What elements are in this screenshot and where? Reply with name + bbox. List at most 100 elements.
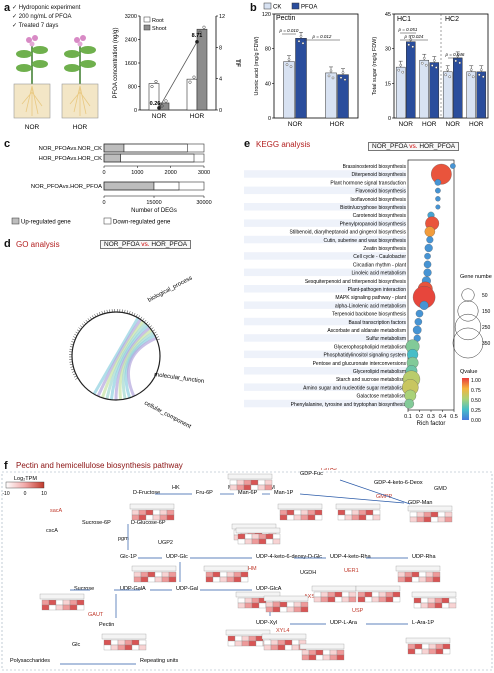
- data-point: [154, 80, 158, 84]
- chart-title: Pectin: [276, 15, 296, 22]
- go-term-tick: [75, 331, 79, 334]
- heatmap-cell: [372, 514, 381, 521]
- go-term-tick: [71, 371, 75, 373]
- x-tick-label: 0.3: [427, 414, 435, 420]
- gene-heatmap: [411, 591, 457, 609]
- bar-shoot: [196, 28, 208, 111]
- x-tick-label: HOR: [422, 121, 437, 128]
- data-point: [448, 75, 452, 79]
- data-point: [479, 68, 483, 72]
- go-term-tick: [106, 309, 108, 313]
- heatmap-cell: [291, 644, 300, 651]
- data-point: [198, 30, 202, 34]
- heatmap-cell: [270, 644, 279, 651]
- metabolite-label: Man-1P: [274, 490, 294, 496]
- y-tick-label: 40: [265, 81, 271, 87]
- heatmap-cell: [133, 571, 142, 578]
- heatmap-header: [277, 503, 323, 510]
- heatmap-cell: [264, 479, 273, 486]
- hor-plant-icon: [61, 35, 99, 119]
- metabolite-label: Repeating units: [140, 658, 178, 664]
- go-term-tick: [144, 319, 147, 323]
- row-band: [244, 219, 406, 227]
- go-term-tick: [96, 312, 99, 316]
- comparison-vs: vs.: [141, 241, 150, 248]
- x-tick-label: HOR: [330, 121, 345, 128]
- heatmap-cell: [234, 640, 243, 647]
- qvalue-tick-label: 0.50: [471, 398, 481, 404]
- heatmap-cell: [434, 597, 443, 604]
- enzyme-label: pgm: [118, 536, 129, 542]
- data-point: [164, 99, 168, 103]
- p-value-label: p = 0.012: [312, 34, 332, 39]
- heatmap-cell: [397, 571, 406, 578]
- heatmap-cell: [69, 604, 78, 611]
- row-band: [244, 399, 406, 408]
- heatmap-header: [227, 473, 273, 480]
- scale-tick-label: -10: [2, 491, 9, 497]
- heatmap-cell: [441, 597, 450, 604]
- checklist-item: ✓ Treated 7 days: [12, 23, 59, 29]
- data-point: [469, 68, 473, 72]
- chord-link: [105, 322, 147, 400]
- row-band: [244, 350, 406, 359]
- heatmap-cell: [152, 514, 161, 521]
- heatmap-cell: [421, 643, 430, 650]
- heatmap-cell: [308, 654, 317, 661]
- heatmap-cell: [300, 514, 309, 521]
- heatmap-cell: [351, 509, 360, 516]
- metabolite-label: UDP-GlcA: [256, 586, 282, 592]
- pathway-label: Phosphatidylinositol signaling system: [323, 353, 406, 359]
- data-point: [202, 25, 206, 29]
- go-term-tick: [101, 311, 103, 315]
- gene-heatmap: [407, 505, 453, 523]
- legend-label: Up-regulated gene: [21, 220, 71, 226]
- heatmap-cell: [437, 516, 446, 523]
- panel-d-letter: d: [4, 238, 11, 250]
- chord-link: [118, 328, 153, 400]
- heatmap-cell: [103, 639, 112, 646]
- heatmap-header: [355, 585, 401, 592]
- pathway-label: Cell cycle - Caulobacter: [353, 254, 406, 260]
- heatmap-cell: [41, 599, 50, 606]
- gene-heatmap: [335, 503, 381, 521]
- metabolite-label: UDP-Gal: [176, 586, 198, 592]
- heatmap-cell: [416, 516, 425, 523]
- heatmap-cell: [284, 639, 293, 646]
- pathway-bubble: [435, 196, 441, 202]
- heatmap-cell: [284, 644, 293, 651]
- heatmap-cell: [166, 514, 175, 521]
- bar-frame: [103, 181, 205, 191]
- pathway-label: Cutin, suberine and wax biosynthesis: [323, 238, 406, 244]
- heatmap-cell: [293, 606, 302, 613]
- heatmap-cell: [229, 484, 238, 491]
- pathway-label: Glycerophospholipid metabolism: [334, 344, 406, 350]
- heatmap-cell: [131, 639, 140, 646]
- heatmap-cell: [322, 654, 331, 661]
- gene-heatmap: [39, 593, 85, 611]
- data-point: [467, 73, 471, 77]
- heatmap-cell: [279, 606, 288, 613]
- heatmap-cell: [138, 644, 147, 651]
- heatmap-cell: [110, 644, 119, 651]
- size-legend-circle: [454, 313, 482, 341]
- legend-swatch: [103, 217, 112, 225]
- gene-heatmap: [405, 637, 451, 655]
- heatmap-cell: [48, 604, 57, 611]
- heatmap-cell: [233, 571, 242, 578]
- heatmap-cell: [138, 639, 147, 646]
- metabolite-label: Glc: [72, 642, 81, 648]
- heatmap-cell: [313, 591, 322, 598]
- metabolite-label: UDP-Rha: [412, 554, 436, 560]
- heatmap-cell: [124, 639, 133, 646]
- tf-line: [158, 41, 198, 109]
- pathway-bubble: [435, 187, 441, 194]
- size-legend-circle: [461, 288, 475, 302]
- heatmap-cell: [159, 514, 168, 521]
- go-category-label: cellular_component: [143, 400, 192, 430]
- go-term-tick: [85, 319, 88, 323]
- qvalue-tick-label: 1.00: [471, 378, 481, 384]
- x-tick-label: NOR: [152, 113, 167, 120]
